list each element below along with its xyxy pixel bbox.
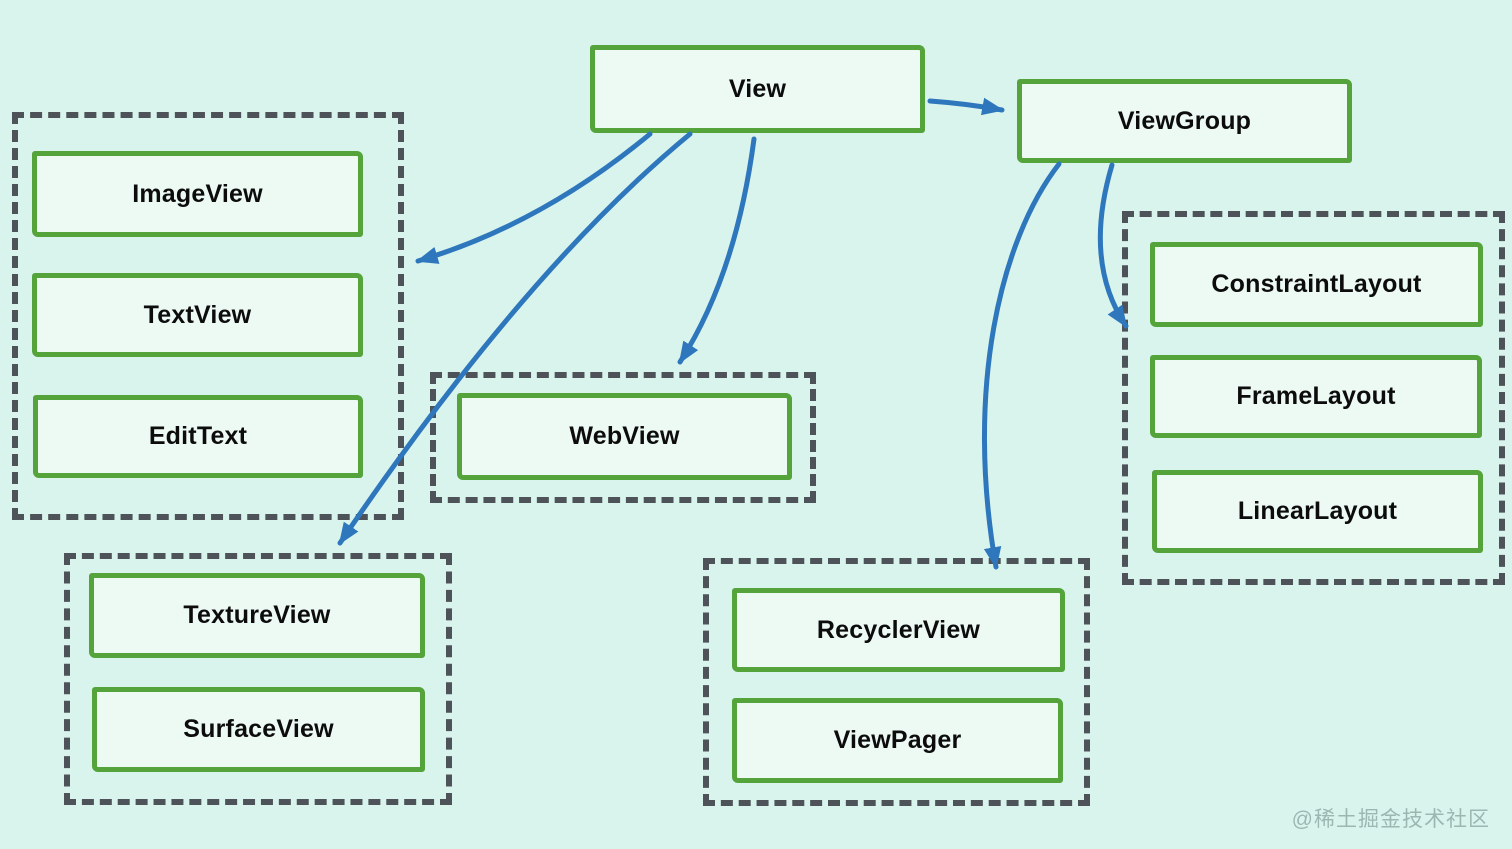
node-surfaceview: SurfaceView <box>92 687 425 772</box>
node-view-label: View <box>728 74 787 103</box>
node-recyclerview-label: RecyclerView <box>816 615 981 644</box>
arrow-view-to-webview-group <box>677 136 757 365</box>
node-textureview-label: TextureView <box>183 601 331 629</box>
node-viewpager: ViewPager <box>732 698 1063 783</box>
group-layouts: ConstraintLayout FrameLayout LinearLayou… <box>1122 211 1505 585</box>
node-recyclerview: RecyclerView <box>732 588 1065 672</box>
node-webview-label: WebView <box>569 422 680 450</box>
arrow-view-to-viewgroup <box>927 97 1005 116</box>
node-imageview: ImageView <box>32 151 363 237</box>
node-constraintlayout: ConstraintLayout <box>1150 242 1483 327</box>
node-viewgroup: ViewGroup <box>1017 79 1352 163</box>
node-textview: TextView <box>32 273 363 357</box>
node-surfaceview-label: SurfaceView <box>183 715 334 743</box>
arrow-viewgroup-to-recycler-group <box>982 161 1062 570</box>
node-imageview-label: ImageView <box>132 179 263 208</box>
node-viewpager-label: ViewPager <box>833 726 962 754</box>
group-recycler-pager: RecyclerView ViewPager <box>703 558 1090 806</box>
node-textview-label: TextView <box>143 300 252 329</box>
node-framelayout-label: FrameLayout <box>1236 382 1396 410</box>
group-texture-surface: TextureView SurfaceView <box>64 553 452 805</box>
node-linearlayout-label: LinearLayout <box>1237 497 1398 525</box>
node-edittext: EditText <box>33 395 363 478</box>
node-framelayout: FrameLayout <box>1150 355 1482 438</box>
group-widgets: ImageView TextView EditText <box>12 112 404 520</box>
node-view: View <box>590 45 925 133</box>
node-edittext-label: EditText <box>148 422 248 450</box>
node-constraintlayout-label: ConstraintLayout <box>1211 270 1422 298</box>
group-webview: WebView <box>430 372 816 503</box>
node-viewgroup-label: ViewGroup <box>1117 106 1252 135</box>
node-linearlayout: LinearLayout <box>1152 470 1483 553</box>
node-webview: WebView <box>457 393 792 480</box>
arrow-view-to-widgets-group <box>415 131 653 264</box>
node-textureview: TextureView <box>89 573 425 658</box>
watermark-text: @稀土掘金技术社区 <box>1291 808 1490 831</box>
